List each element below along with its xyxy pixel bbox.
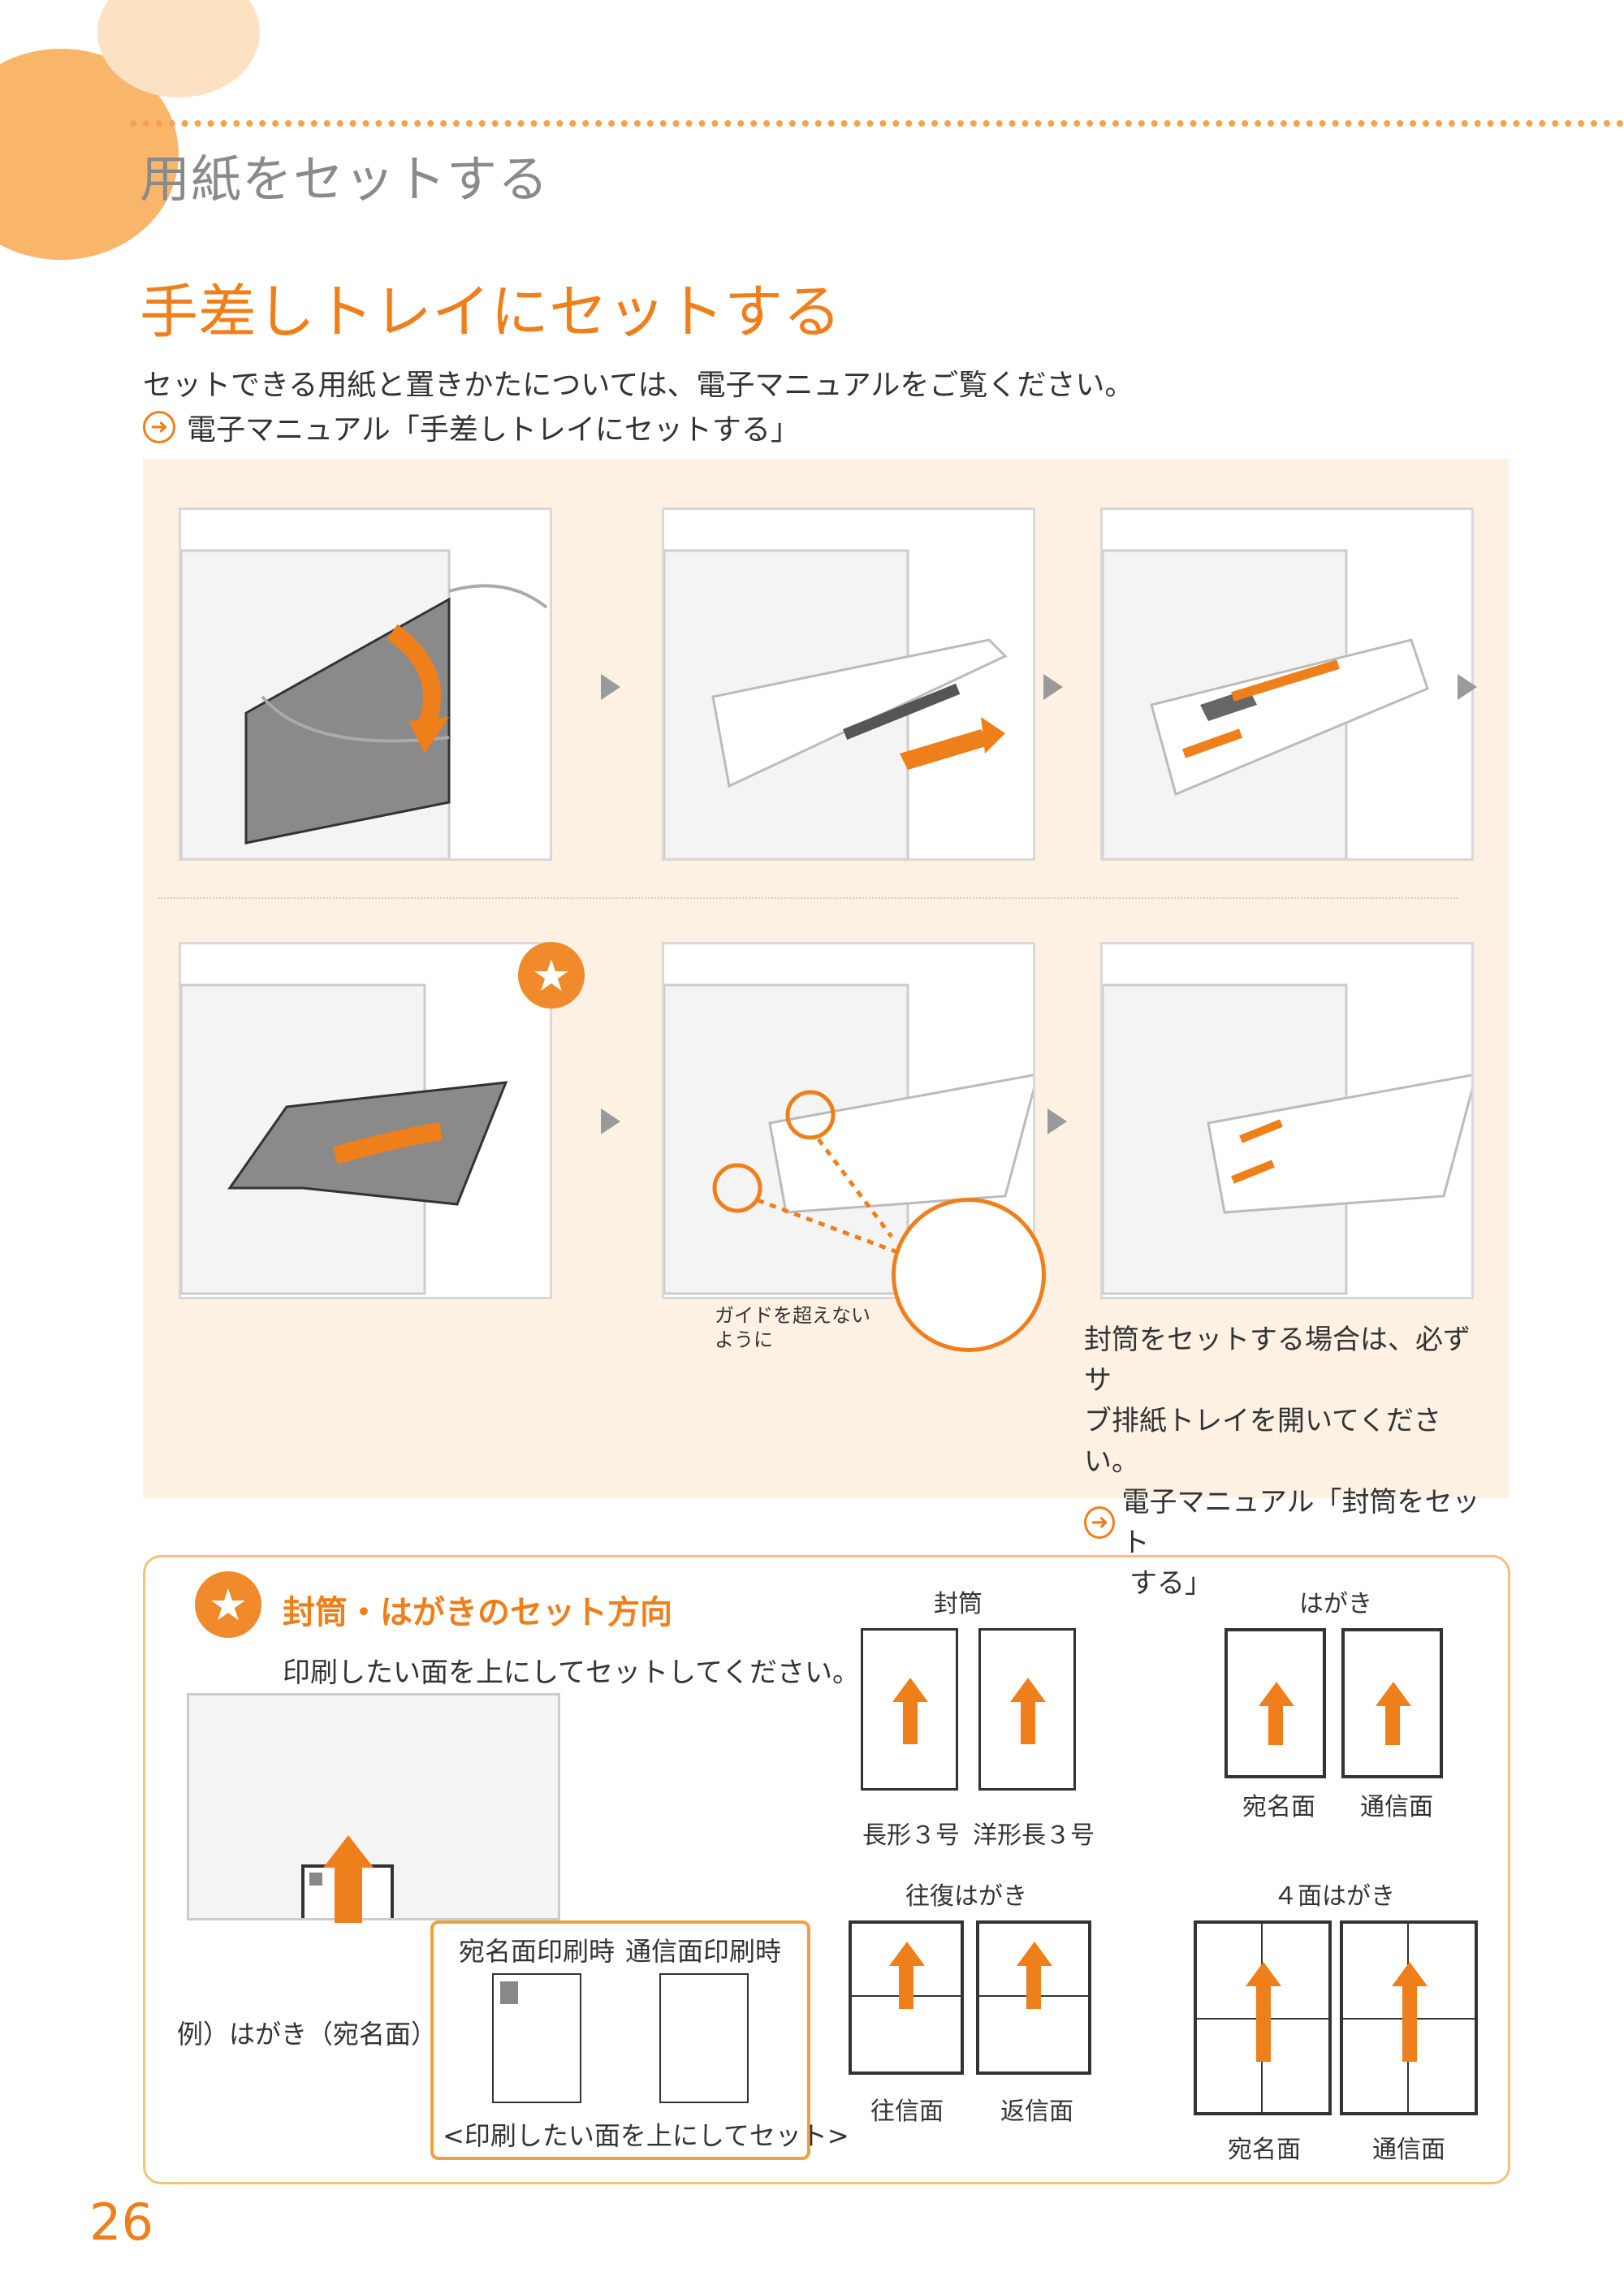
feed-direction-arrow-icon <box>323 1835 374 1868</box>
guide-zoom-callout <box>892 1198 1046 1352</box>
envelope-note: 封筒をセットする場合は、必ずサ ブ排紙トレイを開いてください。 ➜ 電子マニュア… <box>1084 1320 1490 1604</box>
step2-illustration <box>662 508 1035 861</box>
orientation-title: 封筒・はがきのセット方向 <box>283 1594 672 1631</box>
envelope-naga3-card <box>861 1628 958 1791</box>
page-number: 26 <box>89 2192 153 2252</box>
star-icon: ★ <box>518 942 585 1009</box>
envelope-heading: 封筒 <box>934 1590 983 1618</box>
fourpanel-message-card <box>1340 1920 1478 2115</box>
step1-illustration <box>179 508 552 861</box>
arrow-up-icon <box>1017 1942 1052 1966</box>
orientation-box <box>143 1555 1510 2184</box>
stamp-mark <box>500 1981 518 2004</box>
arrow-shaft <box>1026 1964 1041 2009</box>
envelope-note-line1: 封筒をセットする場合は、必ずサ <box>1084 1324 1471 1397</box>
star-icon: ★ <box>195 1571 261 1638</box>
orientation-instruction: 印刷したい面を上にしてセットしてください。 <box>283 1657 860 1689</box>
envelope-ref-line2: する」 <box>1129 1567 1212 1600</box>
arrow-shaft <box>1256 1985 1271 2062</box>
postcard-address-card <box>1224 1628 1326 1778</box>
fourpanel-address-card <box>1194 1920 1332 2115</box>
postcard-message-label: 通信面 <box>1360 1793 1433 1821</box>
intro-text: セットできる用紙と置きかたについては、電子マニュアルをご覧ください。 <box>143 369 1134 402</box>
arrow-up-icon <box>1259 1682 1294 1706</box>
return-reply-card <box>976 1920 1091 2075</box>
feed-direction-arrow-shaft <box>335 1866 362 1923</box>
step-arrow-4 <box>601 1108 620 1134</box>
step-arrow-1 <box>601 674 620 700</box>
manual-reference-label: 電子マニュアル「手差しトレイにセットする」 <box>187 413 800 447</box>
envelope-ref-line1: 電子マニュアル「封筒をセット <box>1121 1486 1480 1559</box>
step3-illustration <box>1100 508 1474 861</box>
guide-note: ガイドを超えない ように <box>715 1303 870 1352</box>
postcard-message-card <box>1341 1628 1443 1778</box>
step4-illustration <box>179 942 552 1299</box>
envelope-manual-link[interactable]: ➜ 電子マニュアル「封筒をセット <box>1084 1482 1490 1563</box>
arrow-shaft <box>1268 1704 1283 1745</box>
arrow-shaft <box>1021 1700 1035 1744</box>
arrow-shaft <box>1385 1704 1400 1745</box>
arrow-up-icon <box>1392 1962 1427 1986</box>
header-dotted-rule <box>130 120 1624 127</box>
address-face-card <box>492 1973 581 2103</box>
envelope-yonaga3-card <box>978 1628 1076 1791</box>
return-outgoing-label: 往信面 <box>870 2097 944 2126</box>
envelope-type2-label: 洋形長３号 <box>973 1821 1095 1850</box>
arrow-up-icon <box>889 1942 925 1966</box>
arrow-up-icon <box>892 1678 928 1702</box>
set-face-up-label: <印刷したい面を上にしてセット> <box>443 2120 849 2151</box>
step6-illustration <box>1100 942 1474 1299</box>
postcard-address-label: 宛名面 <box>1242 1793 1315 1821</box>
envelope-note-line2: ブ排紙トレイを開いてください。 <box>1084 1405 1441 1478</box>
address-print-label: 宛名面印刷時 <box>459 1936 615 1967</box>
arrow-right-icon: ➜ <box>1084 1506 1116 1539</box>
arrow-shaft <box>899 1964 914 2009</box>
envelope-type1-label: 長形３号 <box>862 1821 960 1850</box>
example-label: 例）はがき（宛名面） <box>177 2019 438 2050</box>
fourpanel-heading: ４面はがき <box>1273 1882 1395 1911</box>
fourpanel-address-label: 宛名面 <box>1228 2136 1301 2164</box>
steps-row-divider <box>158 897 1458 899</box>
section-title: 用紙をセットする <box>140 149 550 209</box>
arrow-up-icon <box>1376 1682 1411 1706</box>
step-arrow-5 <box>1047 1108 1067 1134</box>
arrow-up-icon <box>1010 1678 1046 1702</box>
step-arrow-2 <box>1043 674 1063 700</box>
arrow-up-icon <box>1246 1962 1281 1986</box>
message-face-card <box>659 1973 749 2103</box>
arrow-right-icon: ➜ <box>143 411 175 443</box>
tray-example-illustration <box>187 1693 560 1925</box>
guide-note-line1: ガイドを超えない <box>715 1304 870 1327</box>
message-print-label: 通信面印刷時 <box>625 1936 782 1967</box>
return-outgoing-card <box>849 1920 964 2075</box>
arrow-shaft <box>1402 1985 1417 2062</box>
guide-note-line2: ように <box>715 1328 773 1351</box>
fourpanel-message-label: 通信面 <box>1372 2136 1445 2164</box>
return-reply-label: 返信面 <box>1000 2097 1073 2126</box>
step-arrow-3 <box>1458 674 1477 700</box>
return-postcard-heading: 往復はがき <box>905 1882 1027 1911</box>
page-heading: 手差しトレイにセットする <box>140 278 842 346</box>
postcard-heading: はがき <box>1299 1590 1372 1618</box>
arrow-shaft <box>903 1700 918 1744</box>
manual-reference-link[interactable]: ➜ 電子マニュアル「手差しトレイにセットする」 <box>143 406 800 448</box>
